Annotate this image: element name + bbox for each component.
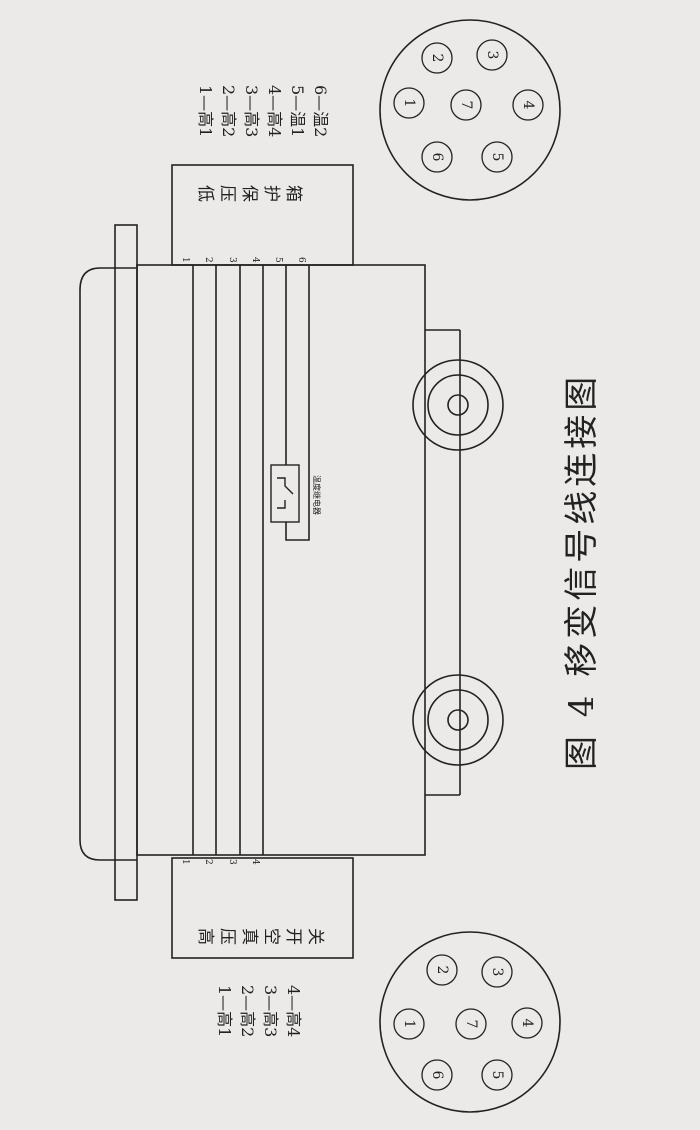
connector-shell [379, 19, 561, 201]
main-body [136, 264, 426, 856]
low-voltage-box [171, 164, 354, 266]
lv-title-char: 低 [195, 185, 215, 202]
connector-pin [393, 1008, 425, 1040]
connector-pin [450, 89, 482, 121]
hv-title-char: 压 [217, 928, 237, 945]
pin-label: 1 [401, 1020, 417, 1029]
substation-body [79, 224, 461, 901]
pin-label: 7 [458, 101, 474, 110]
hv-legend-item: 2—高2 [238, 985, 257, 1037]
lv-title-char: 箱 [283, 185, 303, 202]
pin-label: 5 [489, 1071, 505, 1080]
lv-legend-item: 1—高1 [196, 85, 215, 137]
pin-label: 3 [489, 968, 505, 977]
hv-wire-number: 3 [227, 859, 237, 865]
connector-bottom: 2 3 1 7 4 6 5 [379, 931, 561, 1113]
connector-top: 2 3 1 7 4 6 5 [379, 19, 561, 201]
hv-legend-item: 3—高3 [261, 985, 280, 1037]
pin-label: 2 [434, 966, 450, 975]
lv-wire-number: 2 [203, 257, 213, 263]
connector-pin [481, 1059, 513, 1091]
lv-wire-number: 4 [250, 257, 260, 263]
high-voltage-switch-box [171, 857, 354, 959]
connector-pin [476, 39, 508, 71]
hv-legend-item: 4—高4 [284, 985, 303, 1037]
signal-wires-temp [285, 265, 310, 541]
hv-wire-number: 4 [250, 859, 260, 865]
connector-pin [455, 1008, 487, 1040]
hv-title-char: 高 [195, 928, 215, 945]
signal-wires-high [192, 265, 264, 855]
wheel-bottom [412, 674, 504, 766]
pin-label: 6 [429, 153, 445, 162]
connector-pin [512, 89, 544, 121]
lv-wire-number: 3 [227, 257, 237, 263]
connector-pin [481, 956, 513, 988]
lv-title-char: 护 [261, 185, 281, 202]
lv-wire-number: 6 [296, 257, 306, 263]
connector-pin [421, 1059, 453, 1091]
hv-title-char: 关 [305, 928, 325, 945]
hv-legend-item: 1—高1 [215, 985, 234, 1037]
lv-title-char: 压 [217, 185, 237, 202]
connector-shell [379, 931, 561, 1113]
high-voltage-legend: 1—高1 2—高2 3—高3 4—高4 [215, 985, 303, 1037]
pin-label: 1 [401, 99, 417, 108]
pin-label: 3 [484, 51, 500, 60]
body-rounded-end [79, 267, 137, 861]
wire-6 [285, 265, 310, 541]
lv-wire-number: 5 [273, 257, 283, 263]
relay-label: 温度继电器 [312, 475, 322, 515]
connector-pin [421, 42, 453, 74]
connector-pin [393, 87, 425, 119]
pin-label: 4 [520, 101, 536, 110]
hv-title-char: 开 [283, 928, 303, 945]
temperature-relay [270, 464, 300, 523]
lv-title-char: 保 [239, 185, 259, 202]
lv-legend-item: 4—高4 [265, 85, 284, 137]
pin-label: 6 [429, 1071, 445, 1080]
figure-caption: 图 4 移变信号线连接图 [562, 373, 602, 770]
hv-title-char: 真 [239, 928, 259, 945]
lv-wire-number: 1 [180, 257, 190, 263]
pin-label: 4 [519, 1019, 535, 1028]
low-voltage-legend: 1—高1 2—高2 3—高3 4—高4 5—温1 6—温2 [196, 85, 330, 137]
hv-wire-number: 1 [180, 859, 190, 865]
low-voltage-box-title: 低 压 保 护 箱 [195, 185, 303, 202]
pin-label: 2 [429, 54, 445, 63]
lv-legend-item: 3—高3 [242, 85, 261, 137]
lv-legend-item: 5—温1 [288, 85, 307, 137]
hv-title-char: 空 [261, 928, 281, 945]
low-voltage-wire-numbers: 1 2 3 4 5 6 [180, 257, 306, 263]
high-voltage-wire-numbers: 1 2 3 4 [180, 859, 260, 865]
lv-legend-item: 2—高2 [219, 85, 238, 137]
connector-pin [426, 954, 458, 986]
wheel-top [412, 359, 504, 451]
connector-pin [511, 1007, 543, 1039]
pin-label: 7 [463, 1020, 479, 1029]
connector-pin [421, 141, 453, 173]
hv-wire-number: 2 [203, 859, 213, 865]
lv-legend-item: 6—温2 [311, 85, 330, 137]
connector-pin [481, 141, 513, 173]
pin-label: 5 [489, 153, 505, 162]
top-rail [114, 224, 138, 901]
high-voltage-switch-title: 高 压 真 空 开 关 [195, 928, 325, 945]
